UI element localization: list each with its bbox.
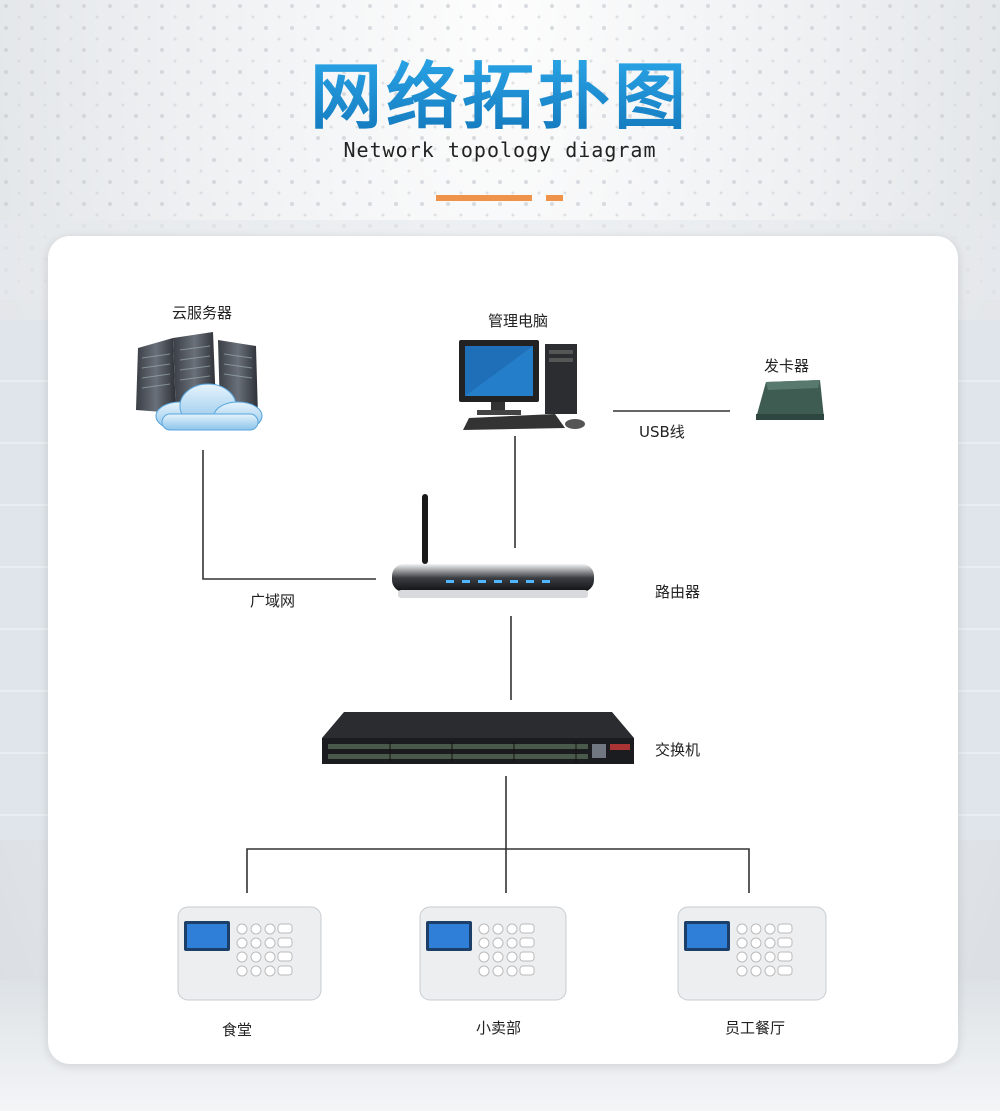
cloud-server-icon: [136, 332, 263, 431]
card-issuer-icon: [756, 380, 824, 420]
terminal-2-label: 小卖部: [476, 1019, 522, 1037]
accent-bar-long: [436, 195, 532, 201]
cloud-server-label: 云服务器: [172, 304, 233, 322]
terminal-bus-link: [246, 848, 750, 893]
terminal-1-icon: [177, 906, 322, 1001]
terminal-1-label: 食堂: [222, 1021, 253, 1039]
terminal-3-label: 员工餐厅: [725, 1019, 786, 1037]
admin-pc-icon: [459, 340, 585, 430]
router-icon: [392, 494, 594, 598]
accent-bar-short: [546, 195, 563, 201]
switch-label: 交换机: [655, 741, 701, 759]
terminal-3-icon: [677, 906, 827, 1001]
terminal-2-icon: [419, 906, 567, 1001]
wan-link-label: 广域网: [250, 592, 296, 610]
admin-pc-label: 管理电脑: [488, 312, 549, 330]
wan-link: [202, 450, 376, 580]
router-label: 路由器: [655, 583, 701, 601]
switch-icon: [322, 712, 634, 764]
page-subtitle: Network topology diagram: [343, 138, 657, 162]
usb-link-label: USB线: [639, 423, 685, 441]
card-issuer-label: 发卡器: [764, 357, 810, 375]
page-title: 网络拓扑图: [0, 38, 1000, 143]
